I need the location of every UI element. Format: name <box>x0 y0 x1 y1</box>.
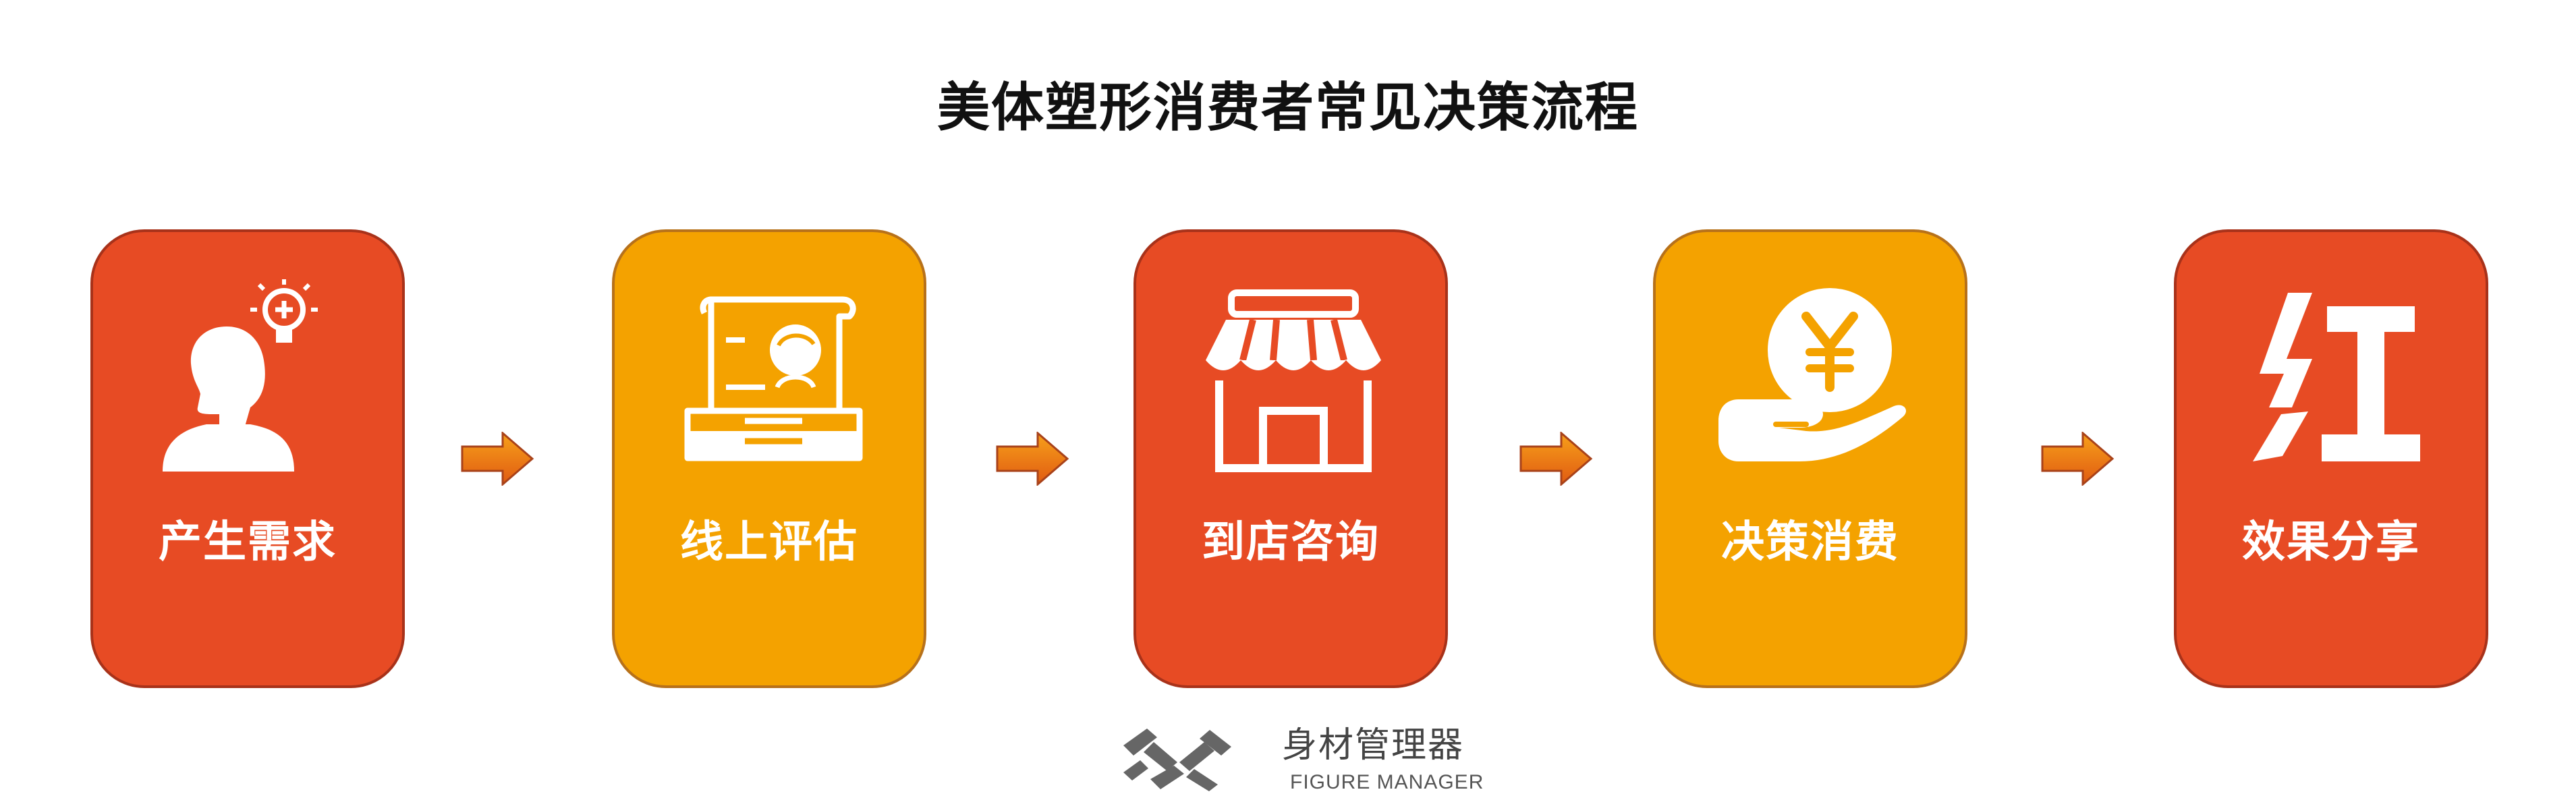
step-label: 效果分享 <box>2242 517 2420 567</box>
step-label: 到店咨询 <box>1202 517 1380 567</box>
brand-footer: 身材管理器 FIGURE MANAGER <box>1120 722 1484 796</box>
arrow-right-icon <box>2041 432 2115 486</box>
step-label: 产生需求 <box>159 517 337 567</box>
profile-document-icon <box>684 296 863 461</box>
brand-name: 身材管理器 <box>1282 725 1465 766</box>
step-label: 决策消费 <box>1721 517 1899 567</box>
red-character-icon <box>2253 293 2420 461</box>
step-label: 线上评估 <box>680 517 858 567</box>
yuan-coin-hand-icon <box>1718 288 1907 461</box>
page-title: 美体塑形消费者常见决策流程 <box>936 78 1639 138</box>
brand-subtitle: FIGURE MANAGER <box>1290 771 1484 793</box>
arrow-right-icon <box>1519 432 1593 486</box>
decision-flow: 产生需求 线上评估 <box>0 229 2576 688</box>
step-card-result-sharing: 效果分享 <box>2174 229 2488 688</box>
arrow-right-icon <box>996 432 1069 486</box>
person-idea-icon <box>163 279 318 472</box>
step-card-need: 产生需求 <box>90 229 405 688</box>
step-card-store-consultation: 到店咨询 <box>1133 229 1448 688</box>
step-card-online-evaluation: 线上评估 <box>612 229 926 688</box>
figure-manager-logo <box>1123 729 1231 791</box>
step-card-purchase-decision: 决策消费 <box>1653 229 1967 688</box>
store-icon <box>1206 289 1381 472</box>
arrow-right-icon <box>461 432 534 486</box>
